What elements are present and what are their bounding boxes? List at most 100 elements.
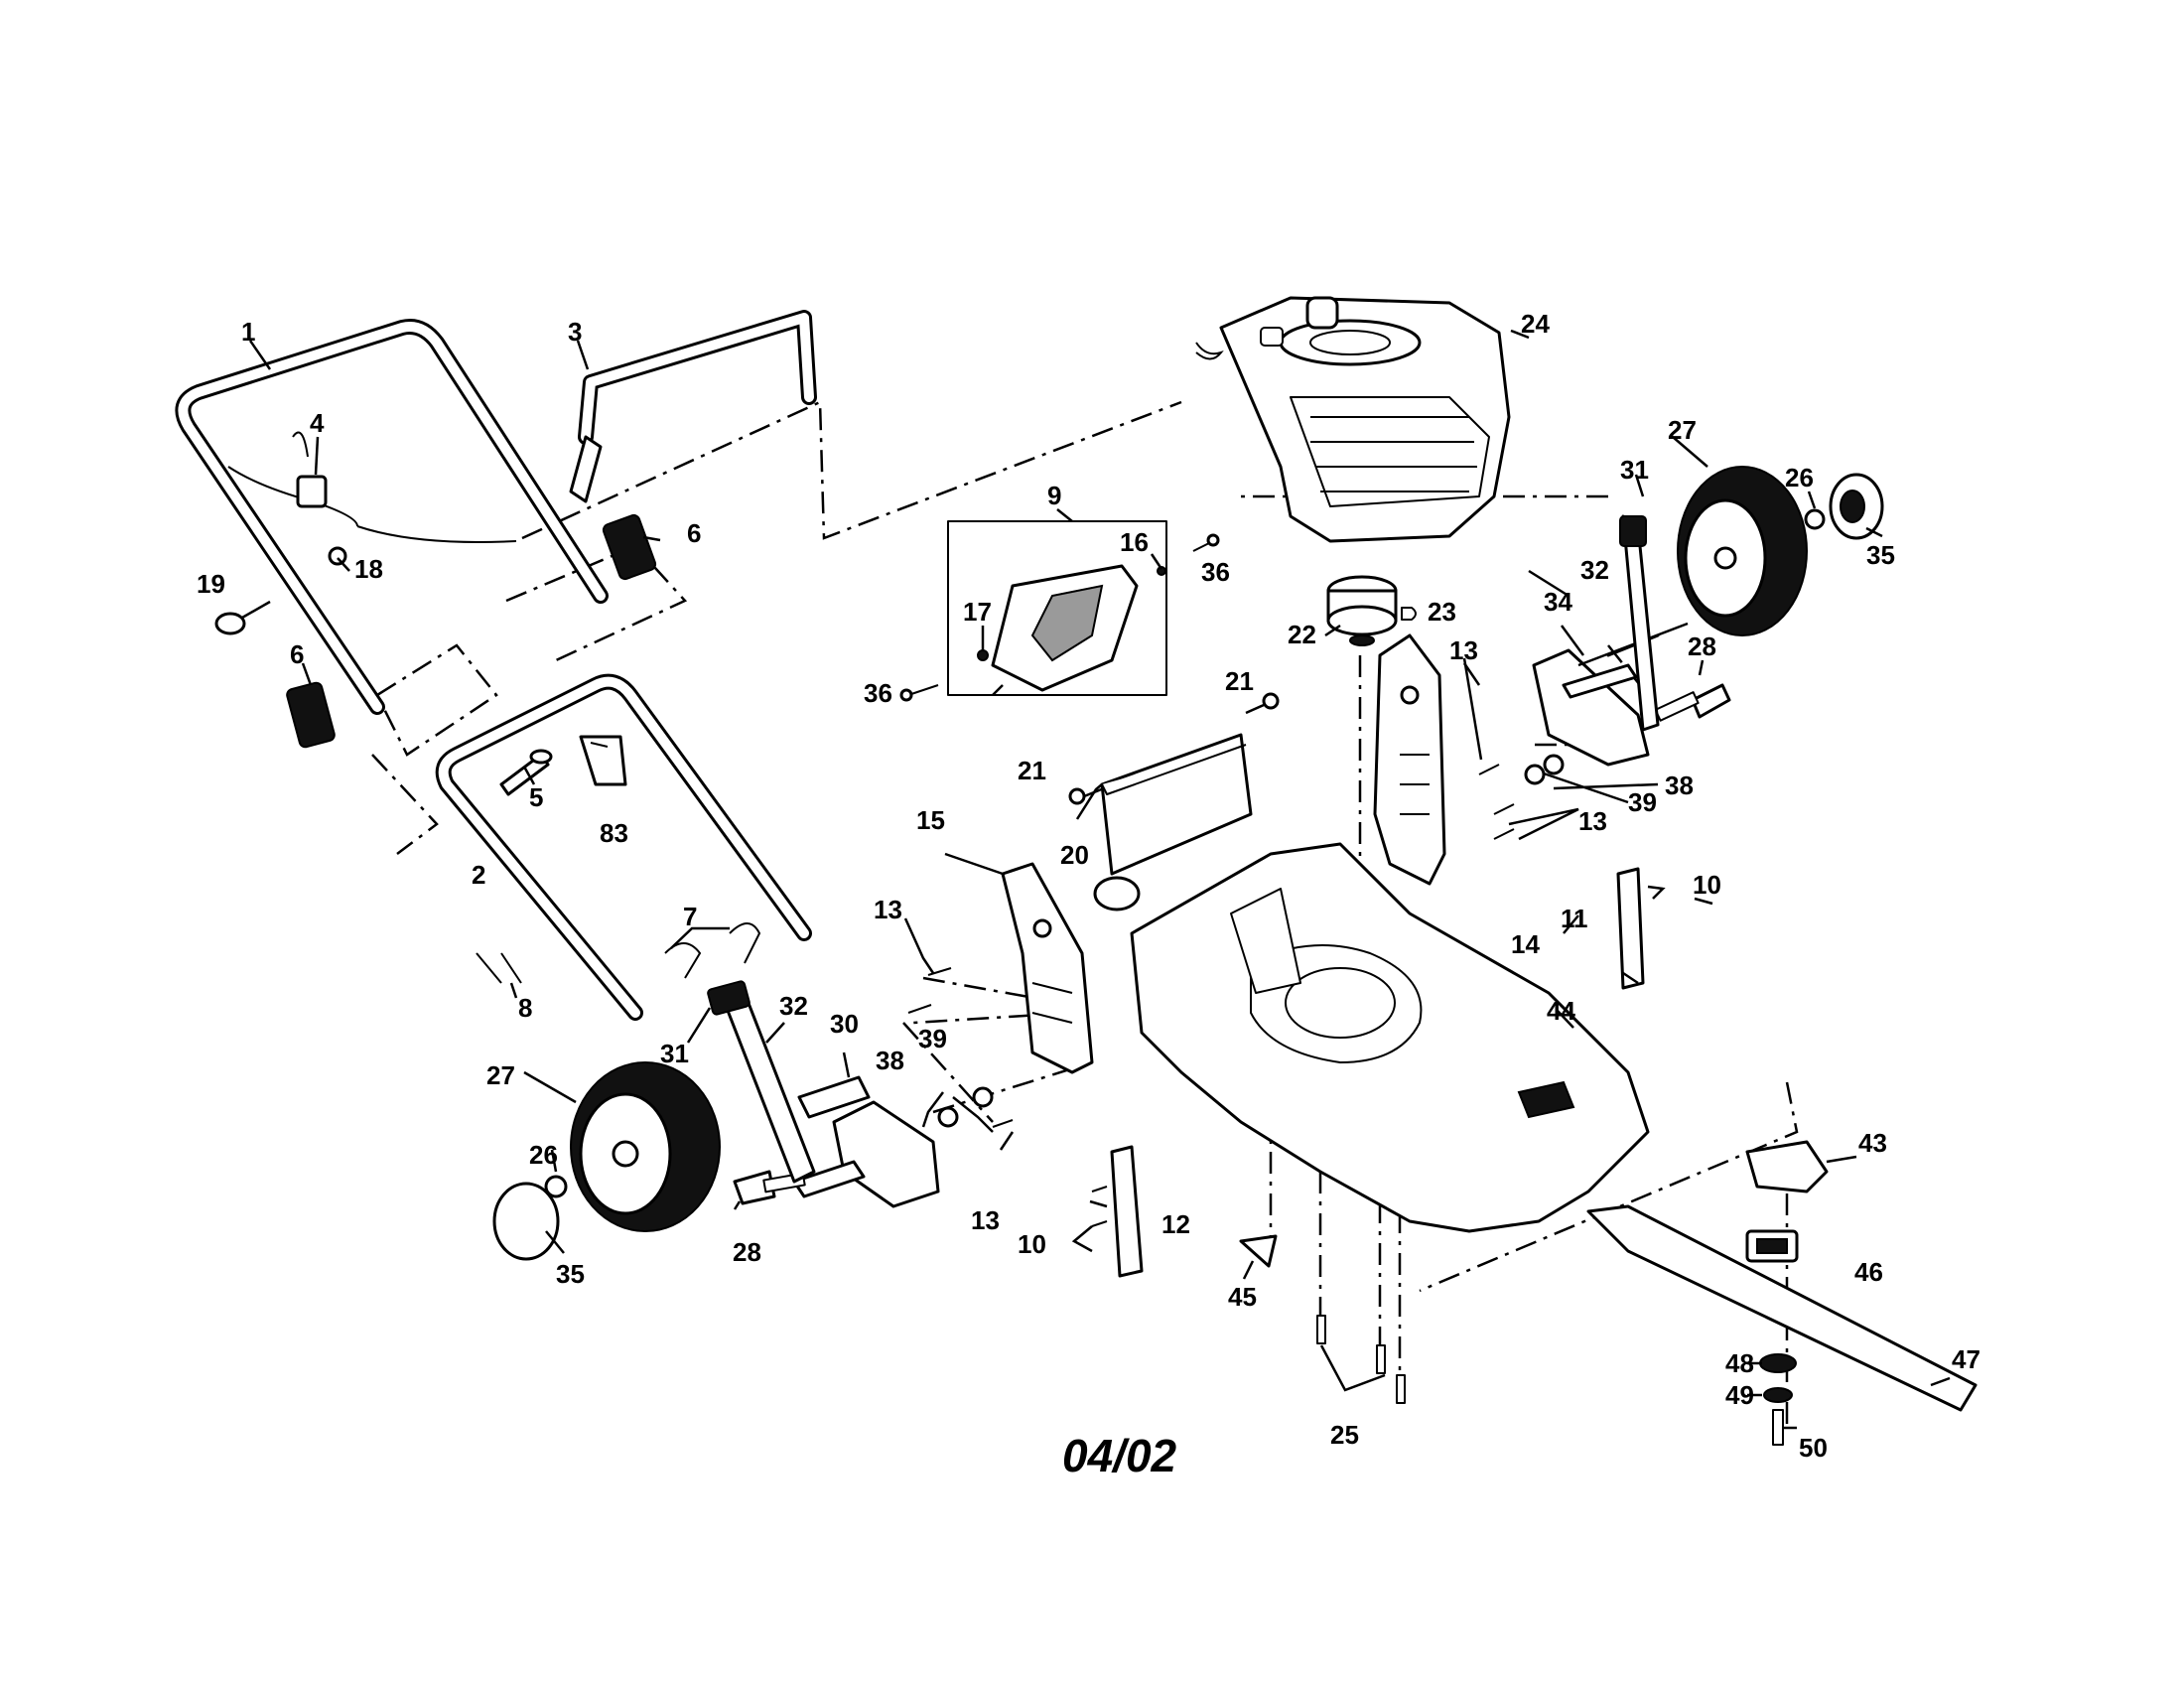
callout-12: 12 <box>1161 1209 1190 1239</box>
left-height-adjuster <box>1001 862 1094 1074</box>
callout-45: 45 <box>1228 1282 1257 1312</box>
door-rod-left <box>899 684 939 702</box>
deck-plug <box>1239 1234 1278 1268</box>
callout-10-right: 10 <box>1693 870 1721 900</box>
right-height-adjuster <box>1373 633 1446 886</box>
eyebolt <box>214 600 271 635</box>
callout-5: 5 <box>529 782 543 812</box>
callout-25: 25 <box>1330 1420 1359 1450</box>
blade-adapter <box>1745 1140 1829 1193</box>
callout-32-left: 32 <box>779 991 808 1021</box>
callout-26-right: 26 <box>1785 463 1814 492</box>
right-wheel-cap <box>1829 473 1884 540</box>
mower-deck <box>1130 842 1650 1233</box>
callout-35-left: 35 <box>556 1259 585 1289</box>
callout-22: 22 <box>1288 620 1316 649</box>
left-wheel-nut <box>544 1175 568 1198</box>
callout-19: 19 <box>197 569 225 599</box>
callout-46: 46 <box>1854 1257 1883 1287</box>
callout-28-right: 28 <box>1688 632 1716 661</box>
callout-35-right: 35 <box>1866 540 1895 570</box>
callout-labels: 1 2 3 4 5 6 6 7 8 9 10 10 11 12 13 13 13… <box>197 309 1980 1463</box>
callout-49: 49 <box>1725 1380 1754 1410</box>
handle-bolt <box>499 749 553 796</box>
right-deck-bolts <box>1478 764 1515 840</box>
mower-blade <box>1586 1204 1978 1412</box>
blade-bolt <box>1772 1409 1784 1446</box>
callout-17: 17 <box>963 597 992 627</box>
callout-48: 48 <box>1725 1348 1754 1378</box>
left-deck-bolts <box>907 967 1014 1128</box>
blade-washer-upper <box>1759 1353 1797 1373</box>
callout-36-right: 36 <box>1201 557 1230 587</box>
callout-14: 14 <box>1511 929 1540 959</box>
callout-7: 7 <box>683 902 697 931</box>
date-code: 04/02 <box>1062 1430 1177 1481</box>
callout-27-right: 27 <box>1668 415 1697 445</box>
callout-13-left-bottom: 13 <box>971 1205 1000 1235</box>
callout-11: 11 <box>1561 904 1588 933</box>
handle-bracket <box>579 735 627 786</box>
engine <box>1195 296 1511 543</box>
callout-26-left: 26 <box>529 1140 558 1170</box>
callout-43: 43 <box>1858 1128 1887 1158</box>
callout-23: 23 <box>1428 597 1456 627</box>
blade-hub <box>1745 1229 1799 1263</box>
handle-knob-upper <box>602 513 657 581</box>
callout-31-right: 31 <box>1620 455 1649 485</box>
callout-27-left: 27 <box>486 1060 515 1090</box>
callout-6-upper: 6 <box>687 518 701 548</box>
discharge-door-assembly <box>947 520 1167 696</box>
callout-18: 18 <box>354 554 383 584</box>
callout-16: 16 <box>1120 527 1149 557</box>
right-hub-washers <box>1524 754 1565 785</box>
cable-clip <box>292 431 328 508</box>
trim-strip-bolts <box>1091 1186 1108 1227</box>
callout-6-lower: 6 <box>290 639 304 669</box>
drive-pulley <box>1326 575 1398 646</box>
upper-handle <box>175 319 609 715</box>
callout-20: 20 <box>1060 840 1089 870</box>
cable-tie <box>328 546 347 566</box>
callout-4: 4 <box>310 408 325 438</box>
callout-8: 8 <box>518 993 532 1023</box>
callout-38-right: 38 <box>1665 771 1694 800</box>
callout-34: 34 <box>1544 587 1572 617</box>
callout-38-left: 38 <box>876 1046 904 1075</box>
trim-strip-right <box>1616 867 1645 990</box>
callout-9: 9 <box>1047 481 1061 510</box>
blade-washer-lower <box>1763 1387 1793 1403</box>
callout-10-left: 10 <box>1018 1229 1046 1259</box>
callout-83: 83 <box>600 818 628 848</box>
callout-39-right: 39 <box>1628 787 1657 817</box>
right-wheel-bolt <box>1654 683 1731 722</box>
pulley-key <box>1401 607 1417 621</box>
hitch-pins <box>476 952 522 984</box>
trim-strip-left <box>1110 1145 1144 1278</box>
callout-32-right: 32 <box>1580 555 1609 585</box>
callout-47: 47 <box>1952 1344 1980 1374</box>
handle-knob-lower <box>286 681 336 749</box>
right-wheel-bracket <box>1532 648 1650 767</box>
left-pivot-arm <box>707 980 816 1184</box>
callout-30: 30 <box>830 1009 859 1039</box>
left-wheel-cap <box>492 1182 560 1261</box>
left-hub-washers <box>937 1086 994 1128</box>
callout-31-left: 31 <box>660 1039 689 1068</box>
callout-3: 3 <box>568 317 582 347</box>
callout-44: 44 <box>1547 996 1575 1026</box>
left-wheel <box>570 1061 721 1232</box>
callout-1: 1 <box>241 317 255 347</box>
callout-28-left: 28 <box>733 1237 761 1267</box>
callout-36-left: 36 <box>864 678 892 708</box>
callout-13-left-top: 13 <box>874 895 902 924</box>
right-wheel-nut <box>1804 508 1826 530</box>
deck-bolts <box>1316 1315 1406 1404</box>
callout-13-right-bottom: 13 <box>1578 806 1607 836</box>
right-wheel <box>1677 466 1808 636</box>
callout-21-upper: 21 <box>1225 666 1254 696</box>
rear-baffle <box>1068 692 1280 912</box>
callout-15: 15 <box>916 805 945 835</box>
door-spring-bolt <box>1192 533 1220 552</box>
